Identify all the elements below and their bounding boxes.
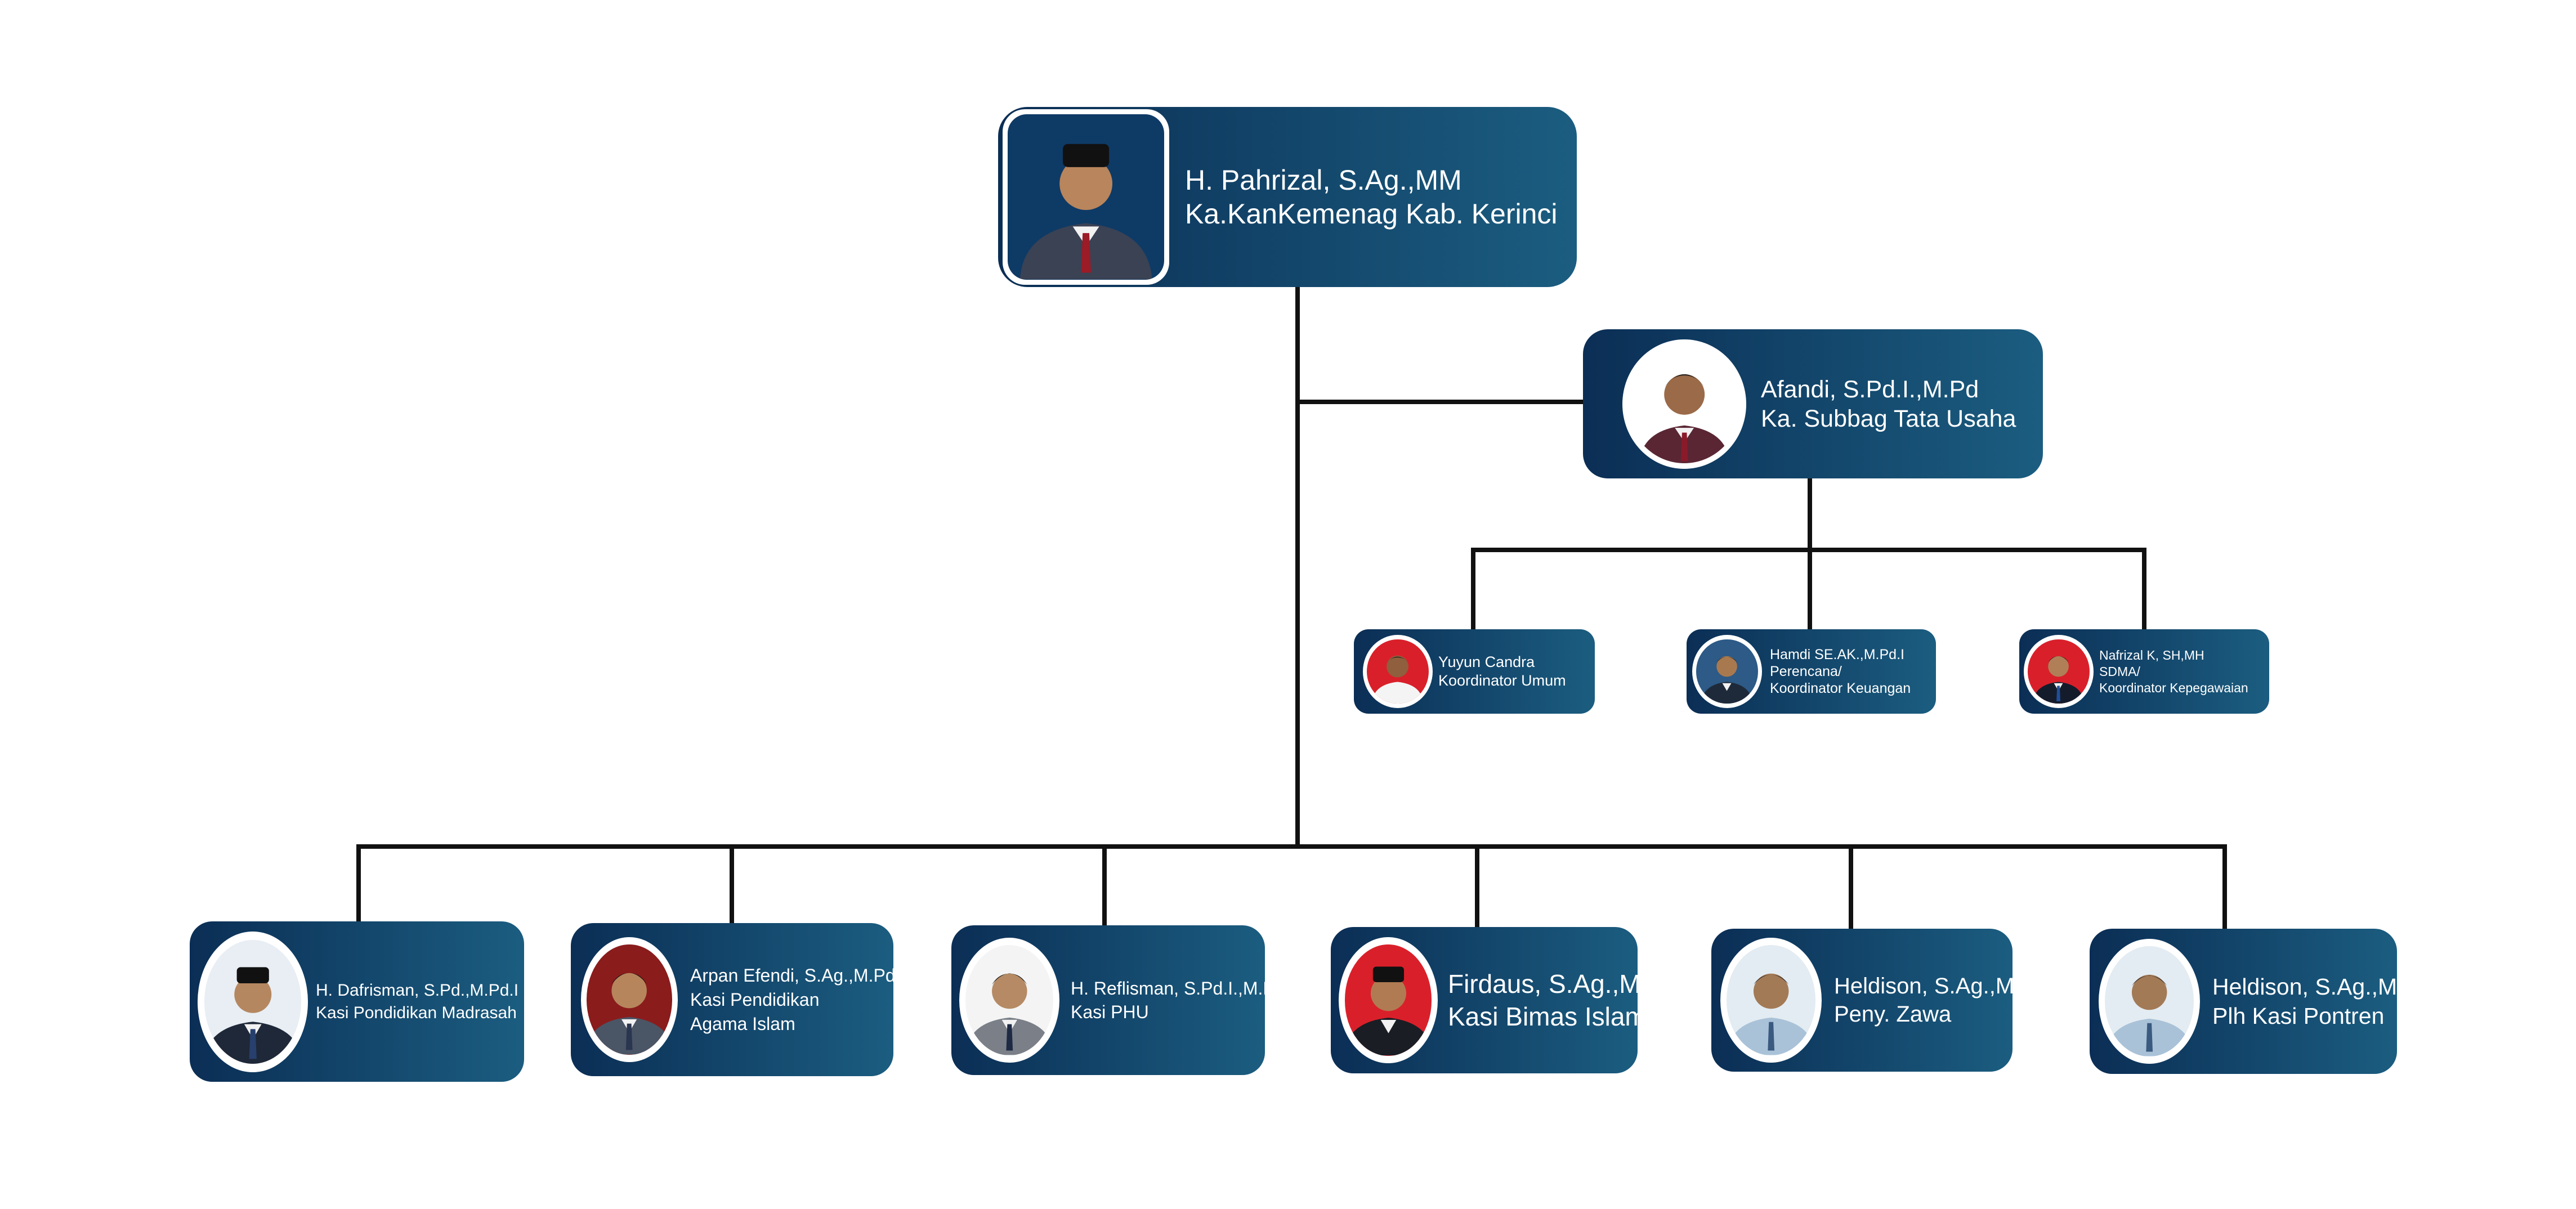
section-photo-frame <box>2104 946 2194 1056</box>
section-card-2: Arpan Efendi, S.Ag.,M.Pd Kasi Pendidikan… <box>571 923 893 1076</box>
section-photo <box>1720 938 1822 1063</box>
coordinator-photo-frame <box>1696 639 1758 704</box>
person-portrait-icon <box>1639 374 1730 464</box>
coordinator-name: Nafrizal K, SH,MH <box>2099 647 2204 662</box>
coordinator-card-1: Yuyun Candra Koordinator Umum <box>1354 629 1595 714</box>
section-photo <box>1339 937 1438 1063</box>
section-photo <box>959 938 1059 1063</box>
head-text: H. Pahrizal, S.Ag.,MM Ka.KanKemenag Kab.… <box>1185 163 1558 231</box>
section-name: Heldison, S.Ag.,MA <box>1834 974 2012 998</box>
subbag-card: Afandi, S.Pd.I.,M.Pd Ka. Subbag Tata Usa… <box>1583 329 2043 478</box>
section-role-line-1: Plh Kasi Pontren <box>2212 1003 2385 1029</box>
coordinator-text: Nafrizal K, SH,MH SDMA/ Koordinator Kepe… <box>2099 647 2248 696</box>
section-name: Firdaus, S.Ag.,MH <box>1448 969 1638 998</box>
person-portrait-icon <box>587 973 672 1055</box>
section-photo <box>581 937 678 1062</box>
person-portrait-icon <box>2033 656 2085 704</box>
coordinator-text: Hamdi SE.AK.,M.Pd.I Perencana/ Koordinat… <box>1770 646 1911 697</box>
head-photo <box>1003 109 1169 285</box>
coordinator-photo <box>1363 635 1433 708</box>
section-text: Heldison, S.Ag.,MA Peny. Zawa <box>1834 972 2012 1028</box>
section-photo-frame <box>1726 945 1816 1055</box>
subbag-text: Afandi, S.Pd.I.,M.Pd Ka. Subbag Tata Usa… <box>1761 375 2016 433</box>
person-portrait-icon <box>1701 656 1753 704</box>
section-text: Arpan Efendi, S.Ag.,M.Pd Kasi Pendidikan… <box>690 964 893 1036</box>
coordinator-text: Yuyun Candra Koordinator Umum <box>1438 653 1566 690</box>
person-portrait-icon <box>1727 974 1815 1055</box>
section-name: H. Reflisman, S.Pd.I.,M.Pd.I <box>1071 978 1265 998</box>
section-text: H. Dafrisman, S.Pd.,M.Pd.I Kasi Pondidik… <box>316 979 518 1024</box>
section-text: Heldison, S.Ag.,MA Plh Kasi Pontren <box>2212 972 2397 1031</box>
head-card: H. Pahrizal, S.Ag.,MM Ka.KanKemenag Kab.… <box>998 107 1577 287</box>
person-portrait-icon <box>204 966 302 1064</box>
section-role-line-1: Kasi Pondidikan Madrasah <box>316 1003 517 1022</box>
subbag-role: Ka. Subbag Tata Usaha <box>1761 405 2016 432</box>
section-role-line-2: Agama Islam <box>690 1013 795 1034</box>
head-name: H. Pahrizal, S.Ag.,MM <box>1185 164 1462 196</box>
coordinator-photo-frame <box>2028 639 2090 704</box>
section-role-line-1: Kasi Pendidikan <box>690 989 820 1010</box>
section-photo-frame <box>965 945 1054 1055</box>
coordinator-name: Hamdi SE.AK.,M.Pd.I <box>1770 647 1904 662</box>
section-name: Heldison, S.Ag.,MA <box>2212 974 2397 1000</box>
person-portrait-icon <box>2105 975 2194 1056</box>
coordinator-name: Yuyun Candra <box>1438 653 1535 670</box>
section-card-3: H. Reflisman, S.Pd.I.,M.Pd.I Kasi PHU <box>951 925 1265 1075</box>
subbag-photo <box>1622 339 1746 469</box>
coordinator-role-line-1: Perencana/ <box>1770 664 1842 679</box>
section-name: Arpan Efendi, S.Ag.,M.Pd <box>690 965 893 986</box>
person-portrait-icon <box>1019 144 1152 280</box>
section-text: H. Reflisman, S.Pd.I.,M.Pd.I Kasi PHU <box>1071 977 1265 1024</box>
section-card-1: H. Dafrisman, S.Pd.,M.Pd.I Kasi Pondidik… <box>190 921 524 1082</box>
section-photo-frame <box>587 944 672 1055</box>
section-role-line-1: Peny. Zawa <box>1834 1002 1952 1027</box>
section-role-line-1: Kasi Bimas Islam <box>1448 1002 1638 1031</box>
section-photo <box>2099 939 2200 1064</box>
section-photo-frame <box>1344 944 1432 1056</box>
coordinator-role: Koordinator Umum <box>1438 672 1566 689</box>
section-card-4: Firdaus, S.Ag.,MH Kasi Bimas Islam <box>1331 927 1638 1073</box>
head-photo-frame <box>1007 114 1165 280</box>
subbag-name: Afandi, S.Pd.I.,M.Pd <box>1761 375 1979 403</box>
section-text: Firdaus, S.Ag.,MH Kasi Bimas Islam <box>1448 968 1638 1033</box>
section-card-5: Heldison, S.Ag.,MA Peny. Zawa <box>1711 929 2012 1072</box>
coordinator-role-line-2: Koordinator Kepegawaian <box>2099 680 2248 695</box>
coordinator-card-2: Hamdi SE.AK.,M.Pd.I Perencana/ Koordinat… <box>1687 629 1936 714</box>
coordinator-card-3: Nafrizal K, SH,MH SDMA/ Koordinator Kepe… <box>2019 629 2269 714</box>
section-photo <box>198 931 308 1072</box>
subbag-photo-frame <box>1627 344 1742 464</box>
person-portrait-icon <box>1344 966 1432 1056</box>
coordinator-photo <box>2024 635 2094 708</box>
coordinator-photo-frame <box>1367 639 1429 704</box>
person-portrait-icon <box>1372 655 1424 704</box>
person-portrait-icon <box>965 974 1054 1055</box>
section-card-6: Heldison, S.Ag.,MA Plh Kasi Pontren <box>2090 929 2397 1074</box>
coordinator-role-line-2: Koordinator Keuangan <box>1770 680 1911 696</box>
coordinator-photo <box>1692 635 1762 708</box>
coordinator-role-line-1: SDMA/ <box>2099 664 2140 679</box>
section-role-line-1: Kasi PHU <box>1071 1002 1149 1022</box>
section-name: H. Dafrisman, S.Pd.,M.Pd.I <box>316 980 519 1000</box>
head-role: Ka.KanKemenag Kab. Kerinci <box>1185 198 1558 230</box>
section-photo-frame <box>204 939 302 1064</box>
